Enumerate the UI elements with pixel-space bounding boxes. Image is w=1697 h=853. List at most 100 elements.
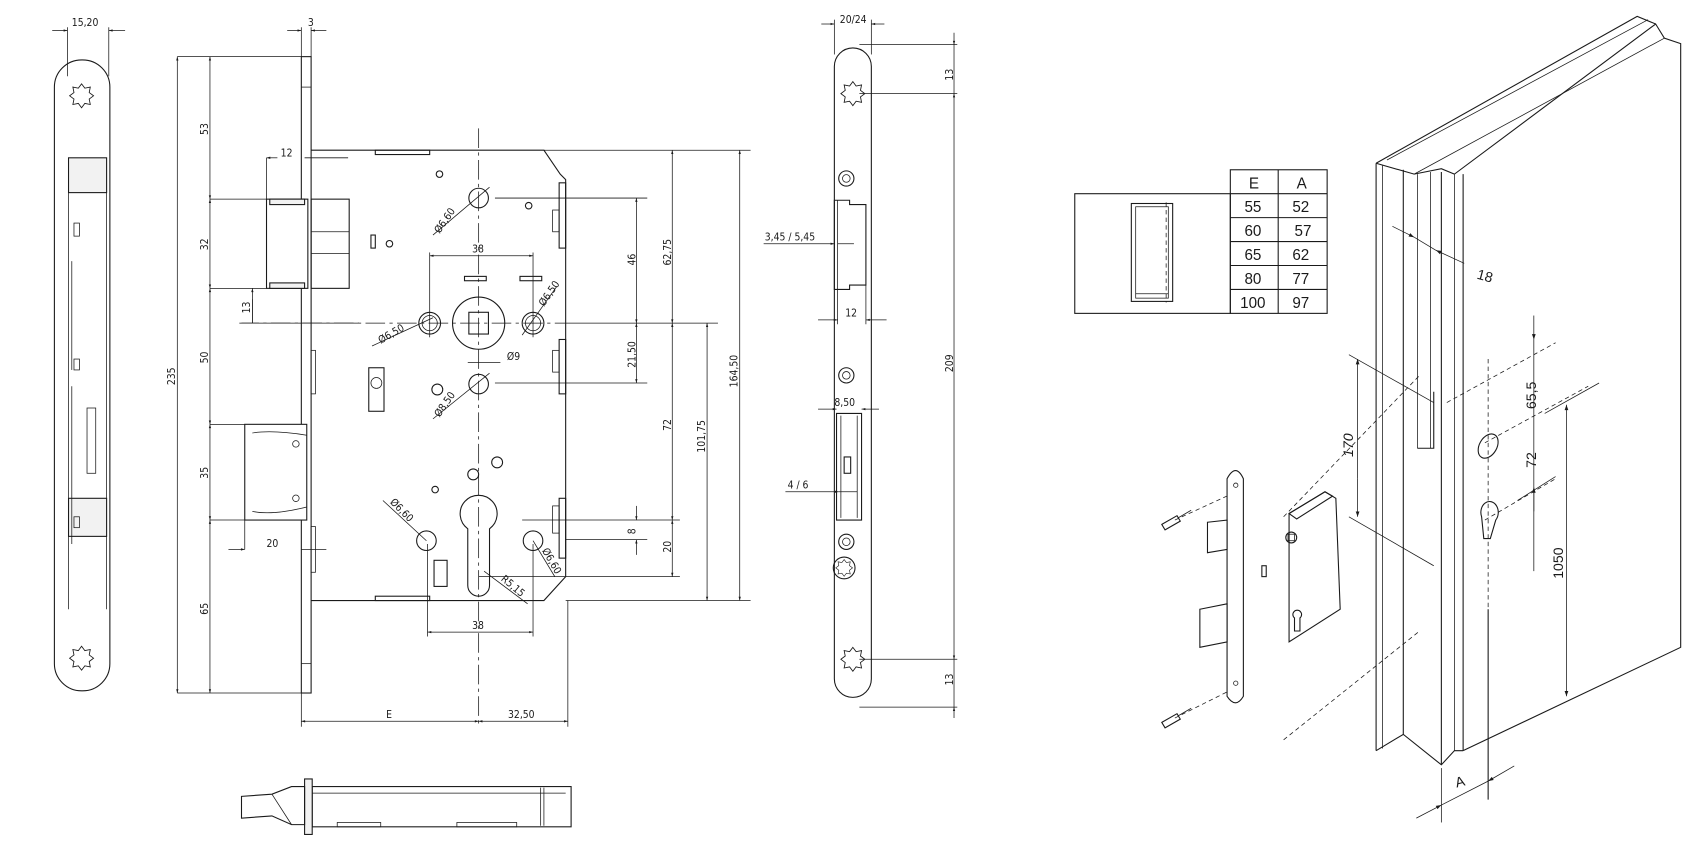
dead-bolt	[1199, 603, 1228, 648]
dim-32: 32	[199, 238, 211, 250]
table-cell: 77	[1292, 271, 1309, 288]
bolt-opening	[835, 412, 863, 521]
spindle-hole	[1477, 433, 1499, 459]
bolt-slot	[67, 497, 108, 537]
mortise-pocket	[1417, 391, 1435, 449]
dim-35: 35	[199, 467, 211, 479]
latch-opening	[833, 199, 867, 290]
table-row: 80 77	[1244, 271, 1309, 288]
table-cell: 65	[1244, 247, 1261, 264]
latch-bolt	[265, 198, 309, 289]
dim-170: 170	[1340, 433, 1356, 457]
follower	[451, 296, 506, 350]
plate-width-label: 20/24	[840, 14, 867, 26]
lock-bottom-view	[240, 778, 572, 835]
dim-32-50: 32,50	[508, 709, 535, 721]
faceplate-outline	[53, 59, 111, 692]
torx-screw-icon	[69, 645, 94, 671]
dim-13: 13	[241, 301, 253, 313]
latch-offset-label: 3,45 / 5,45	[765, 231, 815, 243]
dim-38-bottom: 38	[472, 620, 484, 632]
cylinder-cutout	[459, 494, 498, 597]
table-cell: 55	[1244, 199, 1261, 216]
dim-62-75: 62,75	[662, 239, 674, 266]
table-row: 55 52	[1244, 199, 1309, 216]
latch-slot	[67, 157, 108, 194]
hole-label: Ø6,50	[376, 322, 406, 346]
table-cell: 100	[1240, 295, 1265, 312]
dim-101-75: 101,75	[696, 420, 708, 453]
table-cell: 57	[1295, 223, 1312, 240]
dim-20-bolt: 20	[267, 538, 279, 550]
hole-label: Ø6,50	[537, 279, 563, 309]
table-cell: 60	[1244, 223, 1261, 240]
lock-case	[1288, 491, 1341, 643]
faceplate-view: 20/24 13 209 13 3,45 / 5,45 12 8,50 4 / …	[763, 14, 958, 719]
dim-72: 72	[662, 419, 674, 431]
dim-a: A	[1453, 773, 1467, 791]
hole-label: Ø6,60	[539, 546, 563, 576]
edge-width-label: 15,20	[72, 17, 99, 29]
dim-209: 209	[944, 354, 956, 372]
table-row: 60 57	[1244, 223, 1311, 240]
cylinder-hole	[1480, 500, 1499, 540]
dim-53: 53	[199, 123, 211, 135]
table-cell: 97	[1292, 295, 1309, 312]
torx-screw-icon	[69, 83, 94, 109]
dim-46: 46	[626, 254, 638, 266]
dim-1050: 1050	[1550, 547, 1566, 579]
dim-235: 235	[166, 367, 178, 385]
dead-bolt	[244, 423, 308, 521]
faceplate	[300, 56, 312, 694]
left-edge-view: 15,20	[52, 17, 126, 692]
table-cell: 52	[1292, 199, 1309, 216]
dim-164-50: 164,50	[729, 355, 741, 388]
table-row: 65 62	[1244, 247, 1309, 264]
right-dimensions	[478, 149, 751, 601]
table-cell: 62	[1292, 247, 1309, 264]
latch-depth-label: 12	[845, 308, 857, 320]
table-row: 100 97	[1240, 295, 1309, 312]
table-header: E	[1249, 175, 1259, 192]
dim-13-top: 13	[944, 69, 956, 81]
dim-50: 50	[199, 351, 211, 363]
fixing-hole	[468, 187, 489, 209]
left-dimensions	[176, 27, 359, 694]
hole-label: Ø6,60	[432, 206, 458, 236]
lock-front-view: 3 12 53 32 13 50 235 35 65 20 Ø6,60 Ø6,5…	[166, 17, 751, 727]
latch-projection-label: 12	[281, 148, 293, 160]
faceplate	[833, 47, 872, 698]
dim-8: 8	[626, 528, 638, 534]
dim-20: 20	[662, 541, 674, 553]
dim-18: 18	[1475, 266, 1494, 286]
hole-label: Ø6,60	[387, 496, 415, 524]
bolt-width-label: 8,50	[834, 397, 855, 409]
faceplate	[1226, 470, 1244, 704]
faceplate-thickness-label: 3	[308, 17, 314, 29]
dim-65-5: 65,5	[1523, 381, 1539, 409]
backset-label: E	[386, 709, 392, 721]
screw-icon	[1161, 712, 1182, 729]
hole-label: Ø8,50	[432, 390, 458, 420]
screw-icon	[1161, 514, 1182, 531]
dim-13-bottom: 13	[944, 673, 956, 685]
dim-38-top: 38	[472, 243, 484, 255]
faceplate-edge	[304, 778, 313, 835]
dim-65: 65	[199, 603, 211, 615]
door-leaf	[1454, 23, 1682, 752]
lock-isometric	[1161, 375, 1420, 741]
fixing-hole	[468, 373, 489, 395]
table-cell: 80	[1244, 271, 1261, 288]
table-header: A	[1297, 175, 1308, 192]
dim-72-install: 72	[1523, 452, 1539, 468]
dim-21-50: 21,50	[626, 341, 638, 368]
latch-bolt	[1206, 519, 1228, 554]
bolt-offset-label: 4 / 6	[788, 480, 809, 492]
screw-block	[368, 367, 385, 412]
latch-tip	[240, 786, 306, 826]
spindle-square	[468, 311, 489, 335]
backset-table: E A 55 52 60 57 65 62 80 77 100 97	[1074, 169, 1328, 314]
hole-label: Ø9	[507, 351, 520, 363]
door-frame-icon	[1130, 202, 1174, 302]
